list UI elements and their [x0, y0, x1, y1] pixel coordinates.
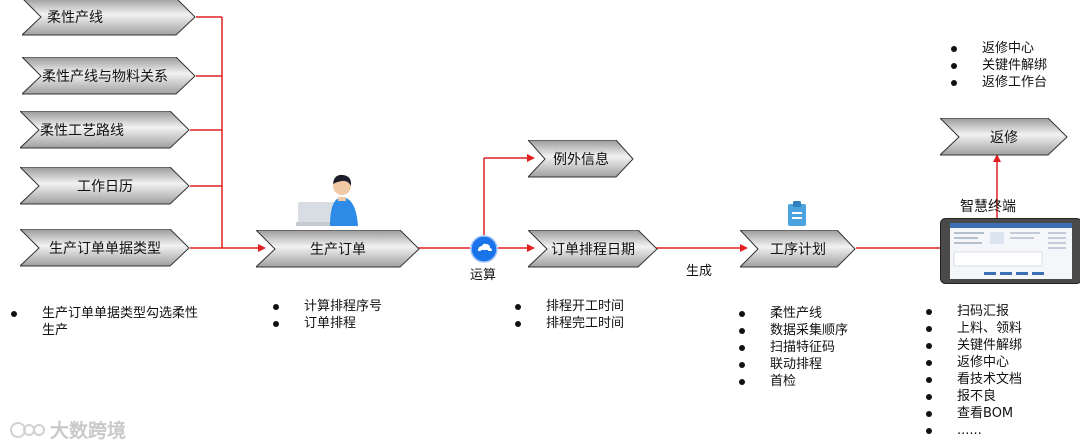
node-label: 生产订单 [310, 242, 366, 258]
note-item: 计算排程序号 [270, 298, 382, 315]
note-item: 报不良 [923, 388, 1022, 405]
note-item: 上料、领料 [923, 320, 1022, 337]
input-order-doc-type: 生产订单单据类型 [20, 229, 190, 267]
note-item: 看技术文档 [923, 371, 1022, 388]
input-label: 生产订单单据类型 [49, 241, 161, 257]
input-label: 柔性产线 [47, 10, 103, 26]
note-item: 生产订单单据类型勾选柔性生产 [8, 305, 218, 339]
note-item: 扫描特征码 [736, 339, 848, 356]
schedule-date-node: 订单排程日期 [528, 230, 658, 268]
watermark: 大数跨境 [8, 416, 126, 443]
watermark-text: 大数跨境 [50, 420, 127, 442]
input-line-material-relation: 柔性产线与物料关系 [22, 57, 196, 95]
schedule-date-notes: 排程开工时间 排程完工时间 [512, 298, 624, 332]
node-label: 例外信息 [553, 152, 609, 168]
person-at-laptop-icon [296, 174, 358, 226]
note-item: 订单排程 [270, 315, 382, 332]
note-item: 排程完工时间 [512, 315, 624, 332]
production-order-node: 生产订单 [256, 230, 420, 268]
terminal-notes: 扫码汇报 上料、领料 关键件解绑 返修中心 看技术文档 报不良 查看BOM ..… [923, 303, 1022, 439]
input-work-calendar: 工作日历 [20, 167, 190, 205]
node-label: 返修 [990, 130, 1018, 146]
note-item: 返修中心 [948, 40, 1047, 57]
input-flexible-line: 柔性产线 [22, 0, 196, 36]
production-order-notes: 计算排程序号 订单排程 [270, 298, 382, 332]
compute-label: 运算 [470, 268, 497, 283]
clipboard-icon [788, 201, 806, 226]
note-item: 联动排程 [736, 356, 848, 373]
note-item: 柔性产线 [736, 305, 848, 322]
rework-notes: 返修中心 关键件解绑 返修工作台 [948, 40, 1047, 91]
cloud-compute-icon [470, 235, 498, 263]
rework-node: 返修 [940, 118, 1068, 156]
input-label: 柔性工艺路线 [40, 123, 124, 139]
input-flexible-routing: 柔性工艺路线 [20, 111, 190, 149]
note-item: 首检 [736, 373, 848, 390]
input-label: 工作日历 [77, 179, 133, 195]
exception-info-node: 例外信息 [528, 140, 634, 178]
node-label: 订单排程日期 [551, 242, 635, 258]
note-item: 关键件解绑 [923, 337, 1022, 354]
process-plan-node: 工序计划 [740, 230, 856, 268]
terminal-title: 智慧终端 [960, 199, 1016, 215]
note-item: 返修中心 [923, 354, 1022, 371]
input-label: 柔性产线与物料关系 [42, 69, 168, 85]
watermark-logo-icon [10, 421, 45, 438]
note-item: 扫码汇报 [923, 303, 1022, 320]
note-item: 查看BOM [923, 405, 1022, 422]
process-plan-notes: 柔性产线 数据采集顺序 扫描特征码 联动排程 首检 [736, 305, 848, 390]
note-item: 返修工作台 [948, 74, 1047, 91]
note-item: ...... [923, 422, 1022, 439]
note-item: 数据采集顺序 [736, 322, 848, 339]
note-item: 排程开工时间 [512, 298, 624, 315]
node-label: 工序计划 [770, 242, 826, 258]
generate-label: 生成 [686, 264, 713, 279]
order-type-notes: 生产订单单据类型勾选柔性生产 [8, 305, 218, 339]
tablet-screen-icon [940, 218, 1080, 284]
note-item: 关键件解绑 [948, 57, 1047, 74]
